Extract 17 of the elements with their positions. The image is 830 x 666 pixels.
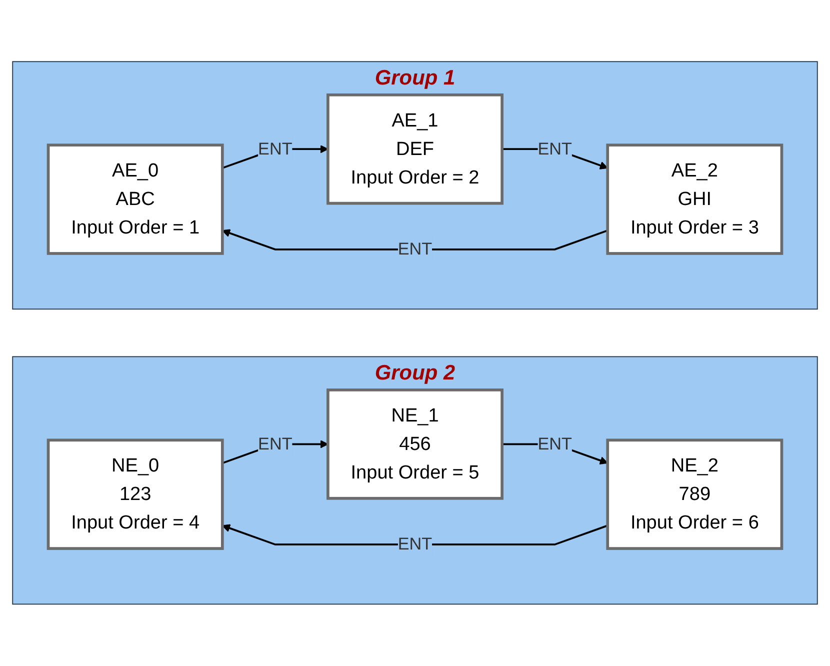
edge-label: ENT — [538, 139, 572, 158]
arrow — [222, 229, 608, 250]
arrow — [222, 524, 608, 546]
node-box — [46, 438, 224, 550]
node-box — [46, 144, 224, 256]
cluster — [12, 356, 818, 605]
edge-label: ENT — [258, 434, 292, 454]
edge-label: ENT — [538, 434, 572, 454]
edge-label: ENT — [398, 240, 432, 259]
cluster — [12, 61, 818, 310]
edge-label: ENT — [398, 534, 432, 554]
flowchart-drawing: Group 1 ENT ENT ENT AE_0 ABC Input Order = 1 AE_1 DEF Input Order = 2 AE_2 GHI Input Order = 3 Group 2 ENT ENT ENT NE_0 123 Input Order = 4 NE_1 456 Input Order = 5 NE_2 789 Input Order = 6 — [5, 54, 825, 612]
node-box — [326, 388, 504, 500]
node-box — [606, 144, 784, 256]
edge-label: ENT — [258, 139, 292, 158]
node-box — [326, 94, 504, 205]
node-box — [606, 438, 784, 550]
